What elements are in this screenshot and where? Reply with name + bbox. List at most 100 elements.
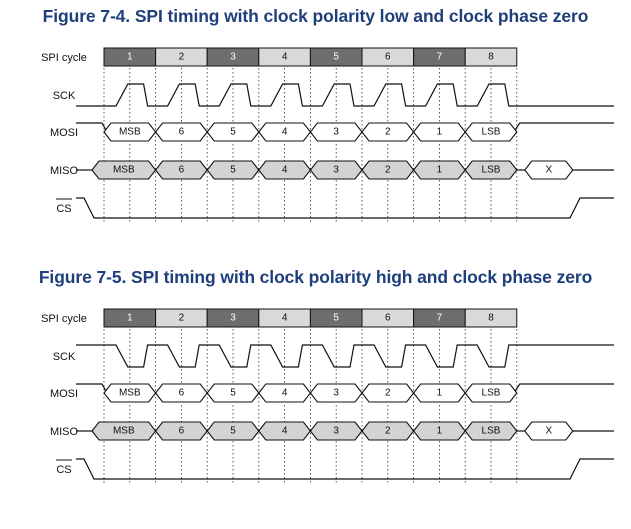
mosi-bus-cell <box>464 122 518 142</box>
cycle-number: 2 <box>179 52 185 63</box>
cycle-number: 8 <box>488 313 494 324</box>
mosi-bus-value: MSB <box>119 388 141 399</box>
miso-bus-cell <box>258 160 312 180</box>
miso-bus-value: 5 <box>230 426 236 437</box>
cycle-cell-8 <box>464 47 518 67</box>
cycle-number: 1 <box>127 313 133 324</box>
mosi-bus-cell <box>309 383 363 403</box>
miso-bus-value: 3 <box>333 426 339 437</box>
spi-cycle-bar: 1 2 3 4 5 6 7 8 <box>103 308 518 328</box>
mosi-bus-cell <box>206 122 260 142</box>
cycle-number: 3 <box>230 313 236 324</box>
miso-bus-value: 6 <box>179 426 185 437</box>
mosi-bus-value: 4 <box>282 127 288 138</box>
mosi-bus-cell <box>309 122 363 142</box>
cs-waveform <box>76 458 614 480</box>
miso-bus-cell <box>91 421 157 441</box>
cycle-number: 5 <box>333 313 339 324</box>
cycle-number: 6 <box>385 52 391 63</box>
sck-label: SCK <box>53 351 76 363</box>
miso-bus-cell <box>206 160 260 180</box>
mosi-bus-value: 6 <box>179 127 185 138</box>
mosi-bus-cell <box>154 383 208 403</box>
cs-waveform <box>76 197 614 219</box>
cycle-number: 5 <box>333 52 339 63</box>
sck-waveform <box>76 344 614 368</box>
miso-bus-value: 3 <box>333 165 339 176</box>
miso-bus-value: 5 <box>230 165 236 176</box>
miso-bus-value: X <box>545 426 552 437</box>
miso-bus-value: LSB <box>482 426 501 437</box>
mosi-bus-cell <box>154 122 208 142</box>
mosi-idle-left <box>76 122 108 133</box>
mosi-bus-value: 1 <box>437 127 443 138</box>
miso-bus-value: MSB <box>113 165 135 176</box>
cycle-number: 4 <box>282 313 288 324</box>
miso-bus-value: 1 <box>437 165 443 176</box>
cs-label: CS <box>56 464 71 476</box>
cycle-label: SPI cycle <box>41 313 87 325</box>
cycle-number: 3 <box>230 52 236 63</box>
miso-bus-value: 4 <box>282 165 288 176</box>
mosi-bus-cell <box>361 122 415 142</box>
mosi-idle-right <box>513 122 614 133</box>
mosi-bus-cell <box>103 383 157 403</box>
mosi-bus-value: 5 <box>230 127 236 138</box>
miso-bus-value: 1 <box>437 426 443 437</box>
miso-bus-value: LSB <box>482 165 501 176</box>
miso-bus-cell <box>361 160 415 180</box>
miso-bus-cell <box>464 160 518 180</box>
miso-bus-cell <box>206 421 260 441</box>
miso-bus-cell <box>412 421 466 441</box>
mosi-bus-value: 1 <box>437 388 443 399</box>
mosi-label: MOSI <box>50 127 78 139</box>
mosi-bus-value: LSB <box>482 388 501 399</box>
mosi-bus-value: 3 <box>333 388 339 399</box>
mosi-bus-cell <box>464 383 518 403</box>
cycle-number: 7 <box>437 52 443 63</box>
mosi-bus-cell <box>103 122 157 142</box>
mosi-label: MOSI <box>50 388 78 400</box>
mosi-idle-left <box>76 383 108 394</box>
figure-7-4-title: Figure 7-4. SPI timing with clock polari… <box>42 6 589 26</box>
miso-bus-cell <box>464 421 518 441</box>
mosi-bus-value: 4 <box>282 388 288 399</box>
miso-bus-value: 2 <box>385 426 391 437</box>
mosi-bus-cell <box>258 383 312 403</box>
cycle-number: 6 <box>385 313 391 324</box>
mosi-bus-cell <box>258 122 312 142</box>
mosi-bus-value: LSB <box>482 127 501 138</box>
miso-bus-cell <box>412 160 466 180</box>
mosi-idle-right <box>513 383 614 394</box>
cs-label: CS <box>56 203 71 215</box>
mosi-bus-cell <box>206 383 260 403</box>
mosi-bus-cell <box>412 122 466 142</box>
mosi-bus: MSB 6 5 4 3 2 1 LSB <box>103 122 518 142</box>
mosi-bus-cell <box>412 383 466 403</box>
cycle-cell-8 <box>464 308 518 328</box>
miso-bus-value: X <box>545 165 552 176</box>
miso-bus-cell <box>258 421 312 441</box>
mosi-bus-value: 2 <box>385 127 391 138</box>
figure-7-5-title: Figure 7-5. SPI timing with clock polari… <box>38 267 593 287</box>
sck-waveform <box>76 83 614 107</box>
mosi-bus-cell <box>361 383 415 403</box>
cycle-label: SPI cycle <box>41 52 87 64</box>
miso-bus-cell <box>361 421 415 441</box>
miso-bus-value: 2 <box>385 165 391 176</box>
mosi-bus-value: 3 <box>333 127 339 138</box>
miso-bus-cell <box>91 160 157 180</box>
cycle-number: 7 <box>437 313 443 324</box>
cycle-number: 8 <box>488 52 494 63</box>
miso-bus-cell <box>309 421 363 441</box>
sck-label: SCK <box>53 90 76 102</box>
cycle-number: 2 <box>179 313 185 324</box>
miso-bus-value: MSB <box>113 426 135 437</box>
mosi-bus-value: MSB <box>119 127 141 138</box>
